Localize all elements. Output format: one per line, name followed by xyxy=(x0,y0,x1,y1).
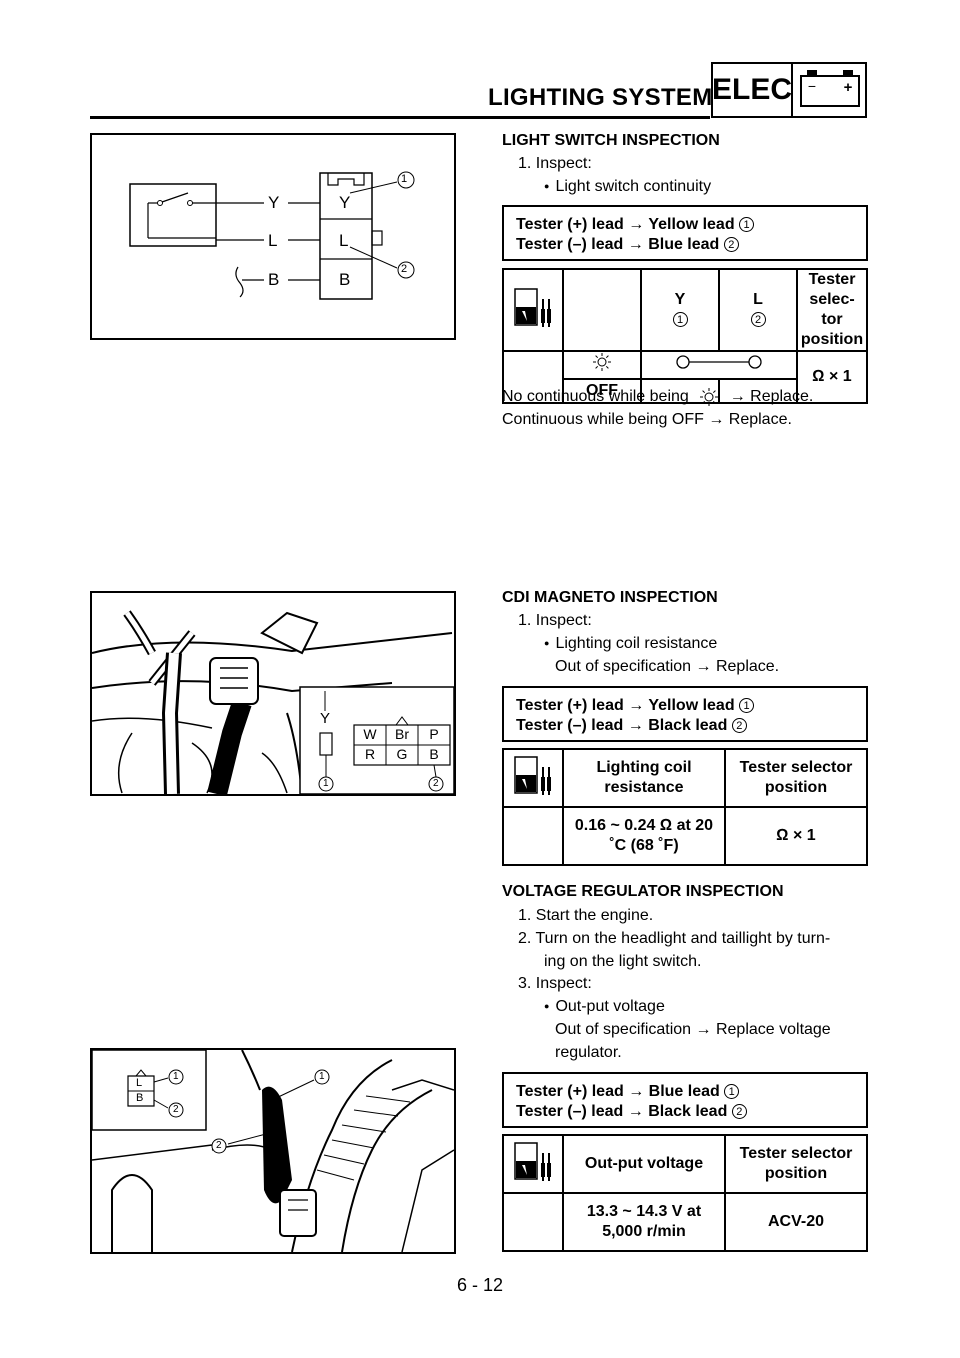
lead-neg-text: Tester (–) lead → Black lead xyxy=(516,1103,728,1120)
callout-2: 2 xyxy=(433,778,439,789)
col-tester-position: Tester selector position xyxy=(724,748,868,808)
page-title: LIGHTING SYSTEM xyxy=(488,84,713,111)
cdi-magneto-photo: Y W Br P R G B 1 2 xyxy=(90,591,456,796)
regulator-lead-box: Tester (+) lead → Blue lead 1 Tester (–)… xyxy=(502,1072,868,1128)
connector-b: B xyxy=(136,1092,144,1104)
connector-l: L xyxy=(136,1077,143,1089)
continuity-line xyxy=(640,350,798,380)
resistance-value: 0.16 ~ 0.24 Ω at 20 ˚C (68 ˚F) xyxy=(562,806,726,866)
row-on-icon-cell xyxy=(562,350,642,380)
callout-1: 1 xyxy=(173,1071,179,1082)
voltage-value: 13.3 ~ 14.3 V at 5,000 r/min xyxy=(562,1192,726,1252)
col-tester-position: Tester selec- tor position xyxy=(796,268,868,352)
header-rule xyxy=(90,116,710,119)
light-switch-lead-box: Tester (+) lead → Yellow lead 1 Tester (… xyxy=(502,205,868,261)
section-tag: ELEC xyxy=(712,64,793,116)
callout-1: 1 xyxy=(323,778,329,789)
battery-icon: − + xyxy=(793,64,867,116)
selector-value: Ω × 1 xyxy=(724,806,868,866)
tester-icon-cell xyxy=(502,1134,564,1194)
connector-p: P xyxy=(429,726,439,742)
lead-neg-text: Tester (–) lead → Blue lead xyxy=(516,236,720,253)
cdi-bullet: Lighting coil resistance xyxy=(544,633,717,656)
connector-br: Br xyxy=(395,726,409,742)
light-on-icon xyxy=(593,353,611,371)
regulator-step1: 1. Start the engine. xyxy=(518,907,654,924)
page-number: 6 - 12 xyxy=(456,1275,504,1295)
regulator-sub-b: regulator. xyxy=(555,1044,622,1061)
regulator-bullet: Out-put voltage xyxy=(544,996,664,1019)
regulator-step2a: 2. Turn on the headlight and taillight b… xyxy=(518,930,831,947)
wire-label-y: Y xyxy=(268,193,280,212)
lead-pos-text: Tester (+) lead → Yellow lead xyxy=(516,216,735,233)
regulator-sub-a: Out of specification → Replace voltage xyxy=(555,1021,831,1038)
regulator-photo: L B 1 2 1 2 xyxy=(90,1048,456,1254)
tester-icon xyxy=(514,756,551,795)
connector-g: G xyxy=(396,746,408,762)
light-switch-bullet: Light switch continuity xyxy=(544,176,711,199)
connector-y: Y xyxy=(320,710,331,727)
col-tester-position: Tester selector position xyxy=(724,1134,868,1194)
light-switch-diagram: Y L B Y L B 1 2 xyxy=(90,133,456,340)
callout-2: 2 xyxy=(173,1104,179,1115)
callout-1: 1 xyxy=(401,173,408,185)
light-switch-heading: LIGHT SWITCH INSPECTION xyxy=(502,132,720,149)
connector-w: W xyxy=(363,726,377,742)
regulator-table: Out-put voltage Tester selector position… xyxy=(502,1134,868,1252)
section-badge: ELEC − + xyxy=(711,62,867,118)
light-switch-note2: Continuous while being OFF → Replace. xyxy=(502,411,792,428)
light-switch-step1: 1. Inspect: xyxy=(518,155,592,172)
callout-1: 1 xyxy=(319,1071,325,1082)
connector-b: B xyxy=(429,746,439,762)
cdi-sub: Out of specification → Replace. xyxy=(555,658,780,675)
cdi-step1: 1. Inspect: xyxy=(518,612,592,629)
tester-icon-cell xyxy=(502,268,564,352)
wire-label-b: B xyxy=(268,270,280,289)
selector-value: Ω × 1 xyxy=(796,350,868,404)
col-output-voltage: Out-put voltage xyxy=(562,1134,726,1194)
cdi-table: Lighting coil resistance Tester selector… xyxy=(502,748,868,866)
regulator-heading: VOLTAGE REGULATOR INSPECTION xyxy=(502,883,784,900)
light-on-icon xyxy=(700,387,719,406)
lead-pos-text: Tester (+) lead → Yellow lead xyxy=(516,697,735,714)
callout-2: 2 xyxy=(401,263,408,275)
callout-2: 2 xyxy=(723,237,739,253)
light-switch-note1: No continuous while being → Replace. xyxy=(502,387,814,406)
cdi-lead-box: Tester (+) lead → Yellow lead 1 Tester (… xyxy=(502,686,868,742)
tester-icon xyxy=(514,1142,551,1181)
col-coil-resistance: Lighting coil resistance xyxy=(562,748,726,808)
lead-pos-text: Tester (+) lead → Blue lead xyxy=(516,1083,720,1100)
regulator-step3: 3. Inspect: xyxy=(518,975,592,992)
battery-minus: − xyxy=(808,78,816,94)
tester-icon-cell xyxy=(502,748,564,808)
selector-value: ACV-20 xyxy=(724,1192,868,1252)
wire-label-l: L xyxy=(268,231,278,250)
cdi-heading: CDI MAGNETO INSPECTION xyxy=(502,589,718,606)
callout-2: 2 xyxy=(216,1140,222,1151)
callout-1: 1 xyxy=(739,217,755,233)
connector-label-y: Y xyxy=(339,193,351,212)
connector-label-b: B xyxy=(339,270,351,289)
battery-plus: + xyxy=(844,79,853,96)
lead-neg-text: Tester (–) lead → Black lead xyxy=(516,717,728,734)
connector-r: R xyxy=(364,746,376,762)
row-off-label: OFF xyxy=(562,378,642,404)
continuity-icon xyxy=(676,355,762,369)
regulator-step2b: ing on the light switch. xyxy=(544,953,702,970)
tester-icon xyxy=(514,288,551,327)
connector-label-l: L xyxy=(339,231,349,250)
